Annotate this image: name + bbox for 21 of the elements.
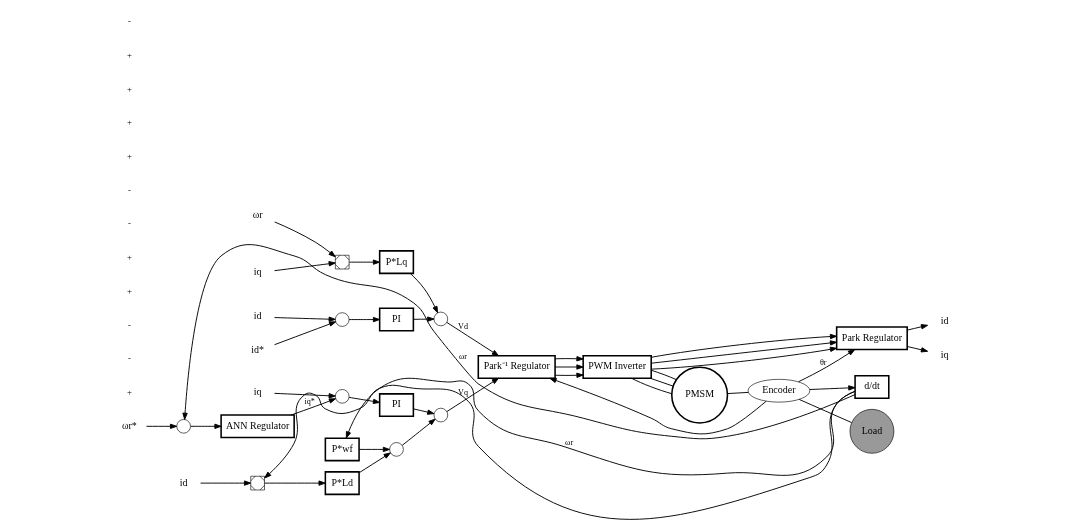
label: + [126, 285, 132, 296]
label: + [126, 117, 132, 128]
node-text: iq [940, 348, 949, 360]
node-text: iq [253, 266, 262, 278]
node-text: iq [253, 385, 262, 397]
label: - [127, 218, 131, 229]
label: - [127, 353, 131, 364]
node-text: ωr [252, 208, 263, 220]
label: + [126, 83, 132, 94]
node-text: id [940, 314, 949, 326]
label: - [127, 319, 131, 330]
node-text: id [253, 310, 262, 322]
label: + [126, 150, 132, 161]
node-text: id* [250, 344, 264, 356]
label: + [126, 49, 132, 60]
label: - [127, 184, 131, 195]
label: + [126, 386, 132, 397]
node-text: id [179, 476, 188, 488]
node-text: ωr* [121, 419, 137, 431]
label: - [127, 16, 131, 27]
label: + [126, 252, 132, 263]
